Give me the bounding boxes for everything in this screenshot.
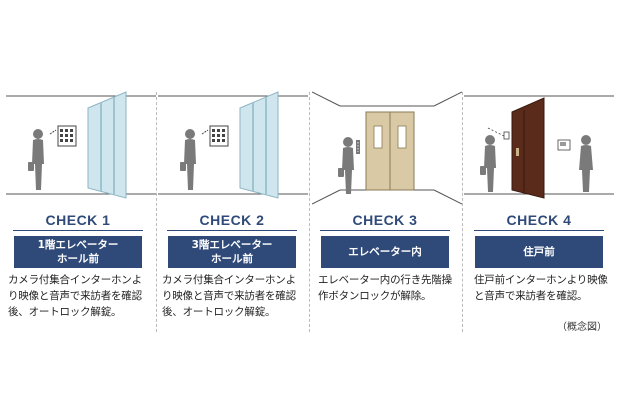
check-underline [167, 230, 297, 231]
location-badge: 1階エレベーター ホール前 [14, 236, 142, 268]
floor-left [312, 189, 341, 205]
location-badge: エレベーター内 [321, 236, 449, 268]
intercom-panel-icon [49, 125, 77, 147]
separator [462, 92, 463, 332]
door-intercom-icon [503, 131, 510, 140]
check-label: CHECK 1 [45, 212, 111, 228]
resident-figure [579, 135, 593, 192]
check-underline [474, 230, 604, 231]
intercom-panel-icon [201, 125, 229, 147]
scene-4-illustration [464, 95, 614, 199]
check-underline [13, 230, 143, 231]
person-figure [338, 137, 354, 194]
indoor-monitor-icon [557, 139, 571, 151]
description: 住戸前インターホンより映像と音声で来訪者を確認。 [474, 274, 608, 302]
description: エレベーター内の行き先階操作ボタンロックが解除。 [318, 274, 452, 302]
scene-3-illustration [312, 91, 462, 205]
elevator-door [365, 111, 415, 191]
check-underline [320, 230, 450, 231]
check-label: CHECK 3 [352, 212, 418, 228]
ceiling-left [312, 91, 341, 107]
description: カメラ付集合インターホンより映像と音声で来訪者を確認後、オートロック解錠。 [8, 274, 142, 318]
concept-note: （概念図） [557, 322, 607, 333]
signal-dash [487, 127, 505, 137]
location-badge: 3階エレベーター ホール前 [168, 236, 296, 268]
check-label: CHECK 2 [199, 212, 265, 228]
person-figure [480, 135, 496, 192]
scene-1-illustration [6, 91, 156, 199]
person-figure [180, 129, 196, 190]
glass-door [87, 91, 127, 199]
separator [309, 92, 310, 332]
ceiling-right [433, 91, 462, 107]
floor-right [433, 189, 462, 205]
separator [156, 92, 157, 332]
glass-door [239, 91, 279, 199]
description: カメラ付集合インターホンより映像と音声で来訪者を確認後、オートロック解錠。 [162, 274, 296, 318]
location-badge: 住戸前 [475, 236, 603, 268]
unit-door [511, 97, 545, 199]
floor-button-panel-icon [356, 140, 360, 154]
person-figure [28, 129, 44, 190]
check-label: CHECK 4 [506, 212, 572, 228]
scene-2-illustration [158, 91, 308, 199]
